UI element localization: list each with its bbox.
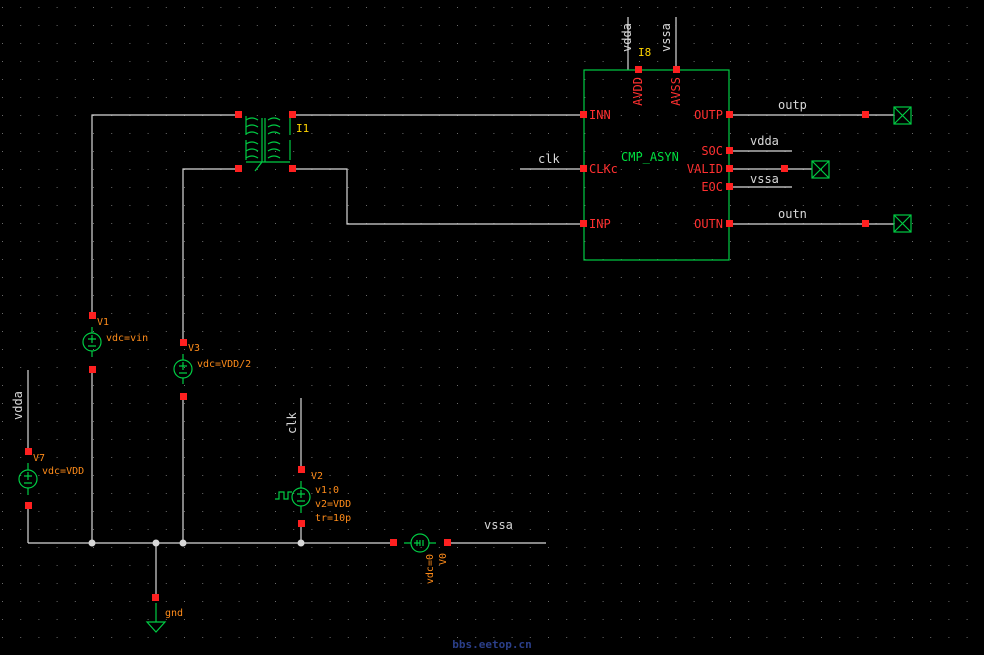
transformer-winding-bottom xyxy=(245,140,291,160)
source-v2-param-v1: v1:0 xyxy=(315,485,339,496)
wire-inp xyxy=(293,168,584,225)
pin-label-avss: AVSS xyxy=(669,77,683,106)
pin-label-eoc: EOC xyxy=(701,180,723,194)
source-v3[interactable]: V3 vdc=VDD/2 xyxy=(173,343,251,384)
source-v7-param: vdc=VDD xyxy=(42,466,84,477)
net-label-outp: outp xyxy=(778,98,807,112)
net-label-clk-v2: clk xyxy=(285,412,299,434)
source-v0-name: V0 xyxy=(438,553,449,565)
transformer-instance-name: I1 xyxy=(296,122,309,135)
junction-dots xyxy=(88,539,305,547)
source-v2-pulse[interactable]: V2 v1:0 v2=VDD tr=10p xyxy=(275,471,351,524)
net-label-clk: clk xyxy=(538,152,560,166)
pin-markers xyxy=(25,66,869,601)
pin-label-outp: OUTP xyxy=(694,108,723,122)
pin-label-inn: INN xyxy=(589,108,611,122)
source-v0[interactable]: V0 vdc=0 xyxy=(404,533,449,584)
output-pin-outn-icon xyxy=(893,214,912,233)
net-label-vdda-top: vdda xyxy=(620,23,634,52)
wires xyxy=(27,17,894,597)
source-v2-param-v2: v2=VDD xyxy=(315,499,351,510)
source-v3-param: vdc=VDD/2 xyxy=(197,359,251,370)
pin-outp-terminal[interactable] xyxy=(893,106,912,125)
source-v7[interactable]: V7 vdc=VDD xyxy=(18,453,84,495)
watermark-text: bbs.eetop.cn xyxy=(452,638,531,651)
transformer-center-tap xyxy=(246,161,290,172)
comparator-block[interactable]: CMP_ASYN I8 INN CLKc INP OUTP SOC VALID … xyxy=(583,46,730,261)
source-v1-param: vdc=vin xyxy=(106,333,148,344)
pin-label-valid: VALID xyxy=(687,162,723,176)
pin-label-inp: INP xyxy=(589,217,611,231)
pin-label-soc: SOC xyxy=(701,144,723,158)
net-labels: vdda vssa clk outp vdda vssa outn vdda c… xyxy=(11,23,807,532)
comparator-cell-name: CMP_ASYN xyxy=(621,150,679,164)
net-label-vssa-top: vssa xyxy=(659,23,673,52)
wire-inn xyxy=(91,114,584,315)
ground-net-label: gnd xyxy=(165,608,183,619)
grid-dots xyxy=(2,7,968,638)
pin-outn-terminal[interactable] xyxy=(893,214,912,233)
source-v3-name: V3 xyxy=(188,343,200,354)
pin-label-clkc: CLKc xyxy=(589,162,618,176)
ground-icon xyxy=(145,603,167,633)
net-label-outn: outn xyxy=(778,207,807,221)
source-v1-name: V1 xyxy=(97,317,109,328)
net-label-vdda-soc: vdda xyxy=(750,134,779,148)
pin-valid-terminal[interactable] xyxy=(811,160,830,179)
pulse-waveform-icon xyxy=(275,491,292,500)
net-label-vssa-bottom: vssa xyxy=(484,518,513,532)
ground-symbol[interactable]: gnd xyxy=(145,603,183,633)
source-v1[interactable]: V1 vdc=vin xyxy=(82,317,148,357)
transformer-core xyxy=(261,118,266,162)
transformer-i1[interactable]: I1 xyxy=(245,116,309,172)
net-label-vdda-left: vdda xyxy=(11,391,25,420)
transformer-winding-top xyxy=(245,116,291,135)
wire-v3-top xyxy=(182,168,238,342)
net-label-vssa-eoc: vssa xyxy=(750,172,779,186)
comparator-instance-name: I8 xyxy=(638,46,651,59)
source-v7-name: V7 xyxy=(33,453,45,464)
source-v2-name: V2 xyxy=(311,471,323,482)
pin-label-avdd: AVDD xyxy=(631,77,645,106)
output-pin-valid-icon xyxy=(811,160,830,179)
output-pin-outp-icon xyxy=(893,106,912,125)
pin-label-outn: OUTN xyxy=(694,217,723,231)
source-v0-param: vdc=0 xyxy=(425,554,436,584)
source-v2-param-tr: tr=10p xyxy=(315,513,351,524)
